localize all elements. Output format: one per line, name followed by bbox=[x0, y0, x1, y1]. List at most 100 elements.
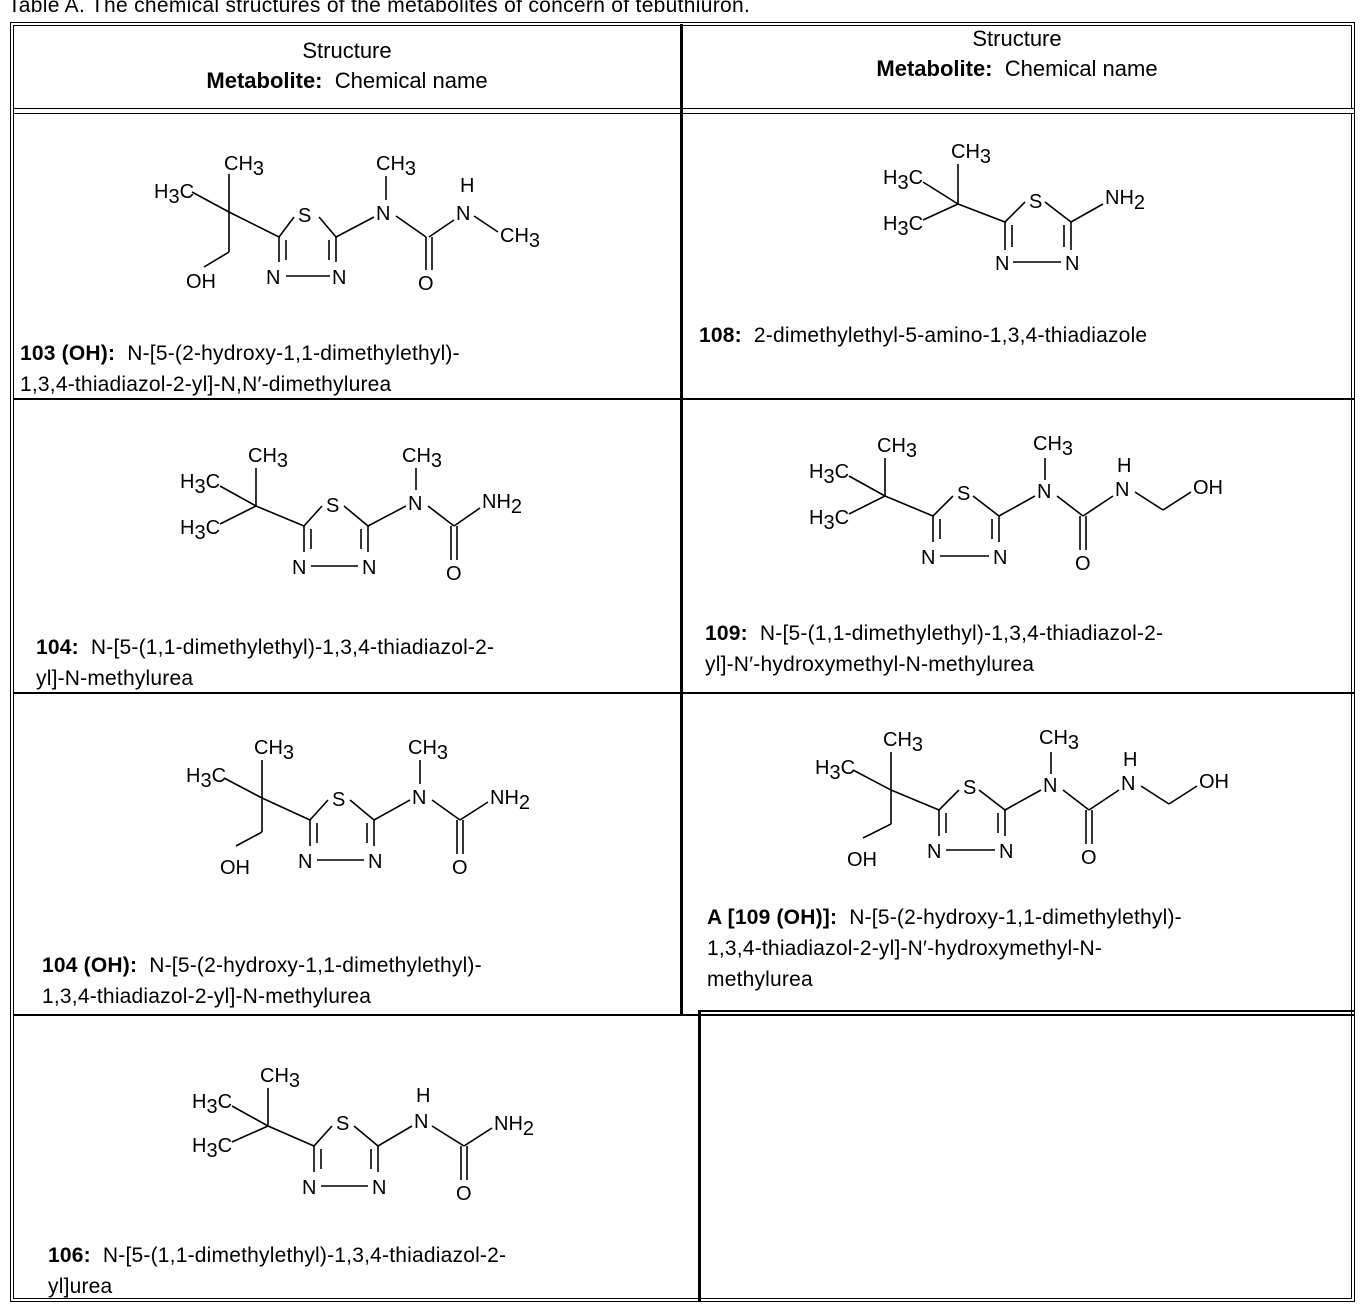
row-divider-1 bbox=[14, 398, 1354, 400]
atom-h3c-top: H3C bbox=[883, 167, 923, 194]
atom-nh2: NH2 bbox=[1105, 187, 1145, 214]
atom-h3c-top: H3C bbox=[180, 471, 220, 498]
atom-h: H bbox=[1123, 749, 1137, 771]
atom-h3c: H3C bbox=[186, 765, 226, 792]
atom-n3: N bbox=[1037, 481, 1051, 503]
header-left-structure: Structure bbox=[302, 38, 392, 63]
atom-nh: N bbox=[414, 1111, 428, 1133]
atom-oh: OH bbox=[1193, 477, 1223, 499]
atom-ch3-end: CH3 bbox=[500, 225, 540, 252]
table-caption: Table A. The chemical structures of the … bbox=[8, 0, 751, 17]
atom-ch3: CH3 bbox=[254, 737, 294, 764]
atom-o: O bbox=[1081, 847, 1097, 869]
row-divider-2 bbox=[14, 692, 1354, 694]
metabolite-name: 109: N-[5-(1,1-dimethylethyl)-1,3,4-thia… bbox=[705, 622, 1164, 676]
atom-nh2: NH2 bbox=[490, 787, 530, 814]
structure-108: H3C H3C CH3 S N N NH2 bbox=[883, 141, 1145, 275]
structure-104-oh: H3C CH3 OH S N N N CH3 O NH2 bbox=[186, 737, 530, 879]
atom-s: S bbox=[326, 495, 339, 517]
atom-h: H bbox=[460, 175, 474, 197]
header-left: Structure Metabolite: Chemical name bbox=[14, 22, 680, 110]
atom-nh2: NH2 bbox=[482, 491, 522, 518]
header-right: Structure Metabolite: Chemical name bbox=[682, 22, 1352, 110]
atom-s: S bbox=[298, 205, 311, 227]
atom-ch3: CH3 bbox=[260, 1065, 300, 1092]
cell-106: H3C H3C CH3 S N N N H O NH2 106: N-[5-(1… bbox=[14, 1016, 698, 1302]
atom-n3: N bbox=[408, 493, 422, 515]
metabolite-name: A [109 (OH)]: N-[5-(2-hydroxy-1,1-dimeth… bbox=[707, 906, 1182, 991]
column-divider-lower bbox=[698, 1010, 701, 1302]
atom-nh: N bbox=[456, 203, 470, 225]
metabolite-name: 108: 2-dimethylethyl-5-amino-1,3,4-thiad… bbox=[699, 324, 1148, 347]
cell-109: H3C H3C CH3 S N N N CH3 O N H OH 109: N-… bbox=[683, 400, 1353, 692]
atom-n1: N bbox=[266, 267, 280, 289]
metabolite-name: 103 (OH): N-[5-(2-hydroxy-1,1-dimethylet… bbox=[20, 342, 460, 396]
atom-n1: N bbox=[927, 841, 941, 863]
metabolite-name: 104: N-[5-(1,1-dimethylethyl)-1,3,4-thia… bbox=[36, 636, 495, 690]
atom-ch3-n: CH3 bbox=[1039, 727, 1079, 754]
atom-ch3: CH3 bbox=[883, 729, 923, 756]
structure-106: H3C H3C CH3 S N N N H O NH2 bbox=[192, 1065, 534, 1205]
structure-103-oh: H3C CH3 OH S N N N CH3 O N H CH3 bbox=[154, 153, 540, 295]
atom-h3c-top: H3C bbox=[809, 461, 849, 488]
atom-o: O bbox=[456, 1183, 472, 1205]
atom-n1: N bbox=[302, 1177, 316, 1199]
atom-nh: N bbox=[1121, 773, 1135, 795]
row-divider-empty bbox=[698, 1010, 1354, 1012]
atom-n1: N bbox=[995, 253, 1009, 275]
atom-o: O bbox=[446, 563, 462, 585]
atom-h3c-top: H3C bbox=[192, 1091, 232, 1118]
atom-ch3: CH3 bbox=[248, 445, 288, 472]
atom-s: S bbox=[332, 789, 345, 811]
atom-o: O bbox=[418, 273, 434, 295]
atom-ch3: CH3 bbox=[951, 141, 991, 168]
atom-ch3-n: CH3 bbox=[408, 737, 448, 764]
header-right-metabolite: Metabolite: Chemical name bbox=[876, 56, 1158, 81]
atom-ch3-n: CH3 bbox=[376, 153, 416, 180]
atom-s: S bbox=[957, 483, 970, 505]
atom-oh: OH bbox=[220, 857, 250, 879]
structure-a-109-oh: H3C CH3 OH S N N N CH3 O N H OH bbox=[815, 727, 1229, 871]
atom-h3c: H3C bbox=[815, 757, 855, 784]
atom-o: O bbox=[1075, 553, 1091, 575]
structure-104: H3C H3C CH3 S N N N CH3 O NH2 bbox=[180, 445, 522, 585]
atom-h: H bbox=[416, 1085, 430, 1107]
metabolite-name: 104 (OH): N-[5-(2-hydroxy-1,1-dimethylet… bbox=[42, 954, 482, 1008]
atom-h3c-bottom: H3C bbox=[883, 213, 923, 240]
column-divider bbox=[680, 24, 683, 1014]
atom-n2: N bbox=[999, 841, 1013, 863]
atom-n2: N bbox=[362, 557, 376, 579]
atom-n2: N bbox=[368, 851, 382, 873]
atom-n3: N bbox=[1043, 775, 1057, 797]
atom-ch3-n: CH3 bbox=[402, 445, 442, 472]
cell-104: H3C H3C CH3 S N N N CH3 O NH2 104: N-[5-… bbox=[14, 400, 680, 692]
cell-104-oh: H3C CH3 OH S N N N CH3 O NH2 104 (OH): N… bbox=[14, 694, 680, 1014]
atom-h3c-bottom: H3C bbox=[809, 507, 849, 534]
atom-h: H bbox=[1117, 455, 1131, 477]
cell-108: H3C H3C CH3 S N N NH2 108: 2-dimethyleth… bbox=[683, 112, 1353, 398]
atom-s: S bbox=[963, 777, 976, 799]
atom-s: S bbox=[336, 1113, 349, 1135]
atom-n2: N bbox=[372, 1177, 386, 1199]
cell-a-109-oh: H3C CH3 OH S N N N CH3 O N H OH A [109 (… bbox=[683, 694, 1353, 1010]
atom-s: S bbox=[1029, 191, 1042, 213]
atom-h3c-bottom: H3C bbox=[180, 517, 220, 544]
atom-n1: N bbox=[292, 557, 306, 579]
atom-o: O bbox=[452, 857, 468, 879]
atom-ch3: CH3 bbox=[224, 153, 264, 180]
metabolite-name: 106: N-[5-(1,1-dimethylethyl)-1,3,4-thia… bbox=[48, 1244, 507, 1298]
atom-h3c-bottom: H3C bbox=[192, 1135, 232, 1162]
structure-109: H3C H3C CH3 S N N N CH3 O N H OH bbox=[809, 433, 1223, 575]
header-right-structure: Structure bbox=[972, 26, 1062, 51]
atom-n2: N bbox=[993, 547, 1007, 569]
header-divider bbox=[14, 108, 1354, 114]
atom-n2: N bbox=[1065, 253, 1079, 275]
atom-ch3-n: CH3 bbox=[1033, 433, 1073, 460]
header-left-metabolite: Metabolite: Chemical name bbox=[206, 68, 488, 93]
atom-nh: N bbox=[1115, 479, 1129, 501]
row-divider-3 bbox=[14, 1014, 1354, 1016]
atom-n3: N bbox=[376, 203, 390, 225]
atom-h3c: H3C bbox=[154, 181, 194, 208]
atom-oh: OH bbox=[186, 271, 216, 293]
atom-n1: N bbox=[921, 547, 935, 569]
